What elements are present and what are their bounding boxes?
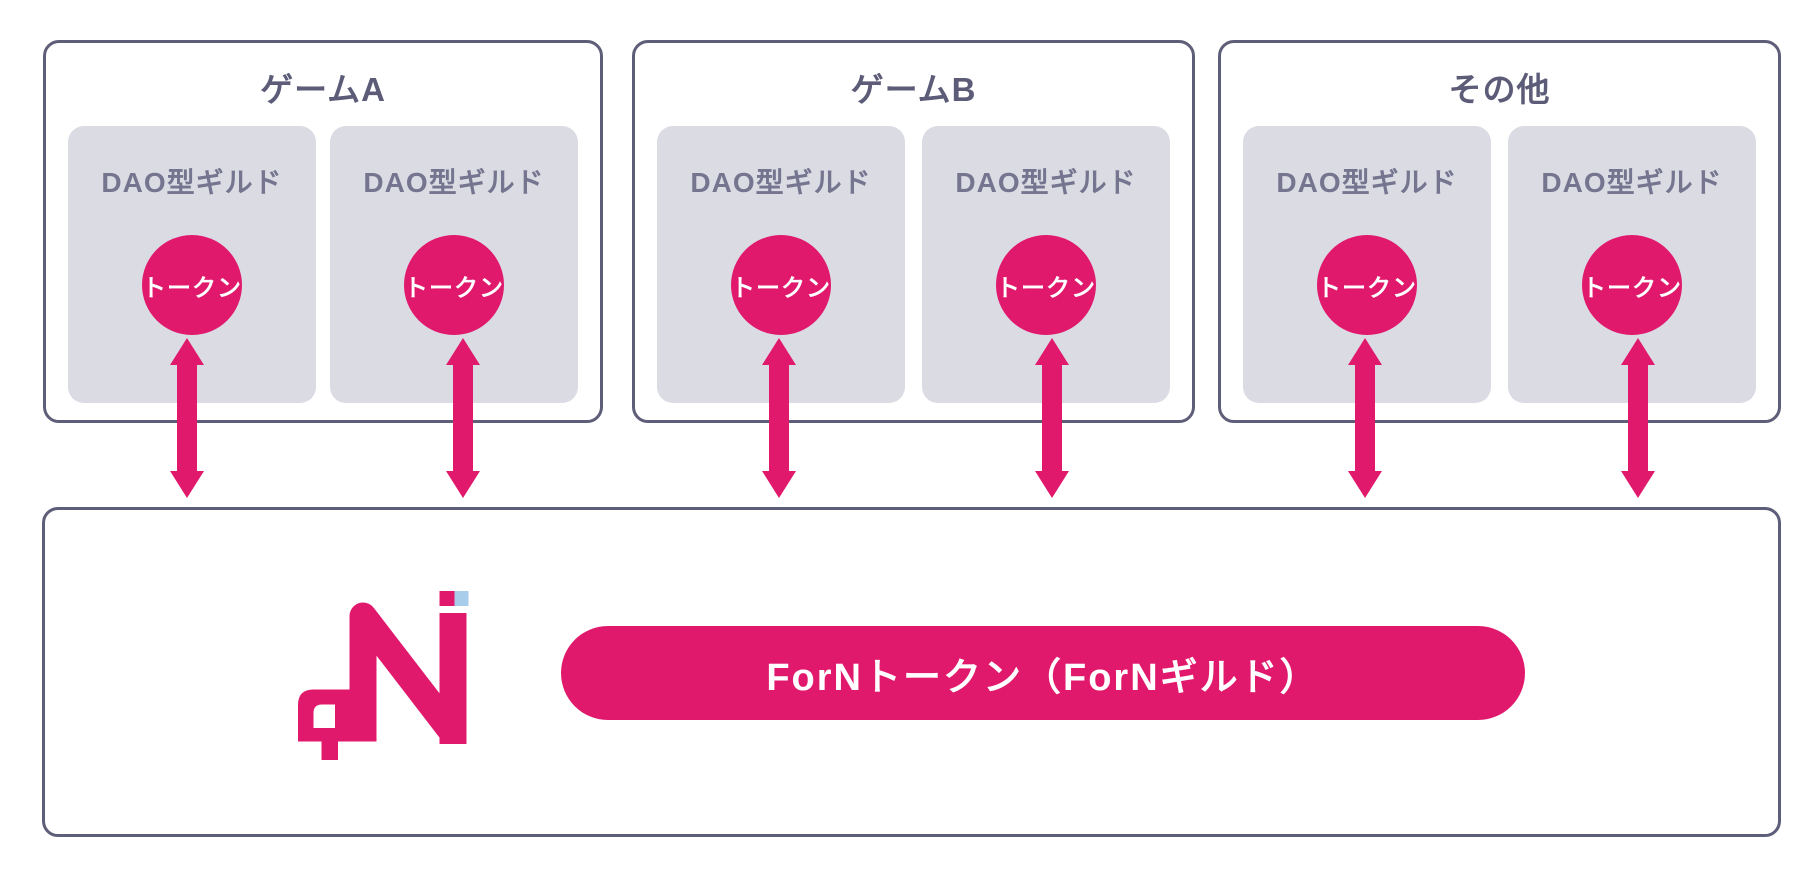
token-circle: トークン: [1317, 235, 1417, 335]
panel-game-a: ゲームA DAO型ギルド トークン DAO型ギルド トークン: [43, 40, 603, 423]
double-arrow-icon: [1621, 338, 1655, 498]
double-arrow-icon: [1348, 338, 1382, 498]
double-arrow-icon: [762, 338, 796, 498]
dao-guild-label: DAO型ギルド: [363, 167, 545, 198]
dao-guild-label: DAO型ギルド: [101, 167, 283, 198]
token-label: トークン: [1582, 274, 1682, 302]
token-label: トークン: [404, 274, 504, 302]
token-label: トークン: [731, 274, 831, 302]
token-circle: トークン: [404, 235, 504, 335]
double-arrow-icon: [446, 338, 480, 498]
token-circle: トークン: [1582, 235, 1682, 335]
panel-game-b-title: ゲームB: [850, 71, 977, 108]
dao-guild-label: DAO型ギルド: [1541, 167, 1723, 198]
guild-row: DAO型ギルド トークン DAO型ギルド トークン: [68, 126, 578, 403]
token-circle: トークン: [142, 235, 242, 335]
forn-box: ForNトークン（ForNギルド）: [42, 507, 1781, 837]
guild-row: DAO型ギルド トークン DAO型ギルド トークン: [1243, 126, 1756, 403]
dao-guild-label: DAO型ギルド: [690, 167, 872, 198]
panel-other-title: その他: [1448, 71, 1551, 108]
forn-token-pill: ForNトークン（ForNギルド）: [561, 626, 1525, 720]
token-circle: トークン: [996, 235, 1096, 335]
forn-n-logo-icon: [298, 591, 469, 760]
panel-other: その他 DAO型ギルド トークン DAO型ギルド トークン: [1218, 40, 1781, 423]
panel-game-a-title: ゲームA: [260, 71, 386, 108]
panel-game-b: ゲームB DAO型ギルド トークン DAO型ギルド トークン: [632, 40, 1195, 423]
dao-guild-box: DAO型ギルド トークン: [657, 126, 905, 403]
double-arrow-icon: [1035, 338, 1069, 498]
guild-row: DAO型ギルド トークン DAO型ギルド トークン: [657, 126, 1170, 403]
token-label: トークン: [996, 274, 1096, 302]
dao-guild-label: DAO型ギルド: [1276, 167, 1458, 198]
dao-guild-label: DAO型ギルド: [955, 167, 1137, 198]
token-circle: トークン: [731, 235, 831, 335]
forn-token-pill-label: ForNトークン（ForNギルド）: [766, 656, 1320, 699]
double-arrow-icon: [170, 338, 204, 498]
token-label: トークン: [142, 274, 242, 302]
token-label: トークン: [1317, 274, 1417, 302]
